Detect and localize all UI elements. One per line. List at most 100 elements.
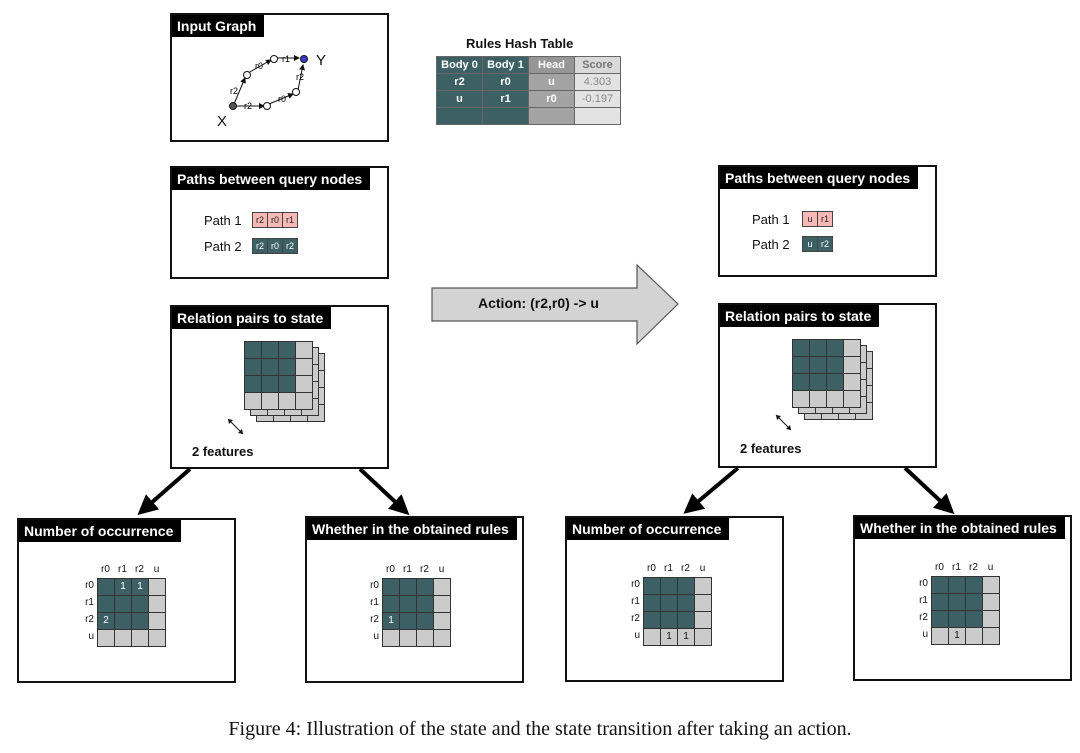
matrix-cell: [982, 593, 1000, 611]
matrix-row-label: r1: [631, 596, 640, 607]
table-header: Head: [528, 56, 575, 74]
table-cell: u: [436, 90, 483, 108]
edge-label: r2: [296, 72, 304, 82]
action-arrow: [431, 263, 679, 346]
matrix-cell: [416, 595, 434, 613]
matrix-cell: [965, 627, 983, 645]
matrix-col-label: r2: [420, 564, 429, 575]
matrix-cell: [643, 628, 661, 646]
matrix-col-label: r1: [403, 564, 412, 575]
matrix-cell: [416, 612, 434, 630]
edge-label: r1: [282, 54, 290, 64]
matrix-row-label: u: [922, 629, 928, 640]
right-path-1-label: Path 1: [752, 212, 790, 227]
matrix-cell: [416, 578, 434, 596]
matrix-cell: [931, 576, 949, 594]
matrix-col-label: r2: [681, 563, 690, 574]
table-cell: [574, 107, 621, 125]
matrix-cell: [982, 576, 1000, 594]
matrix-row-label: r2: [631, 613, 640, 624]
right-relation-box: Relation pairs to state 2 features: [718, 303, 937, 468]
matrix-cell: [948, 610, 966, 628]
matrix-cell: [931, 627, 949, 645]
matrix-cell: 1: [948, 627, 966, 645]
left-occurrence-title: Number of occurrence: [19, 520, 182, 542]
matrix-cell: [416, 629, 434, 647]
action-label: Action: (r2,r0) -> u: [478, 295, 599, 311]
matrix-cell: 1: [382, 612, 400, 630]
matrix-row-label: r2: [370, 614, 379, 625]
matrix-col-label: r0: [101, 564, 110, 575]
path-token: r1: [817, 210, 833, 227]
right-paths-title: Paths between query nodes: [720, 167, 919, 189]
table-header: Score: [574, 56, 621, 74]
left-features-label: 2 features: [192, 444, 254, 459]
table-cell: -0.197: [574, 90, 621, 108]
matrix-cell: [694, 577, 712, 595]
matrix-cell: [931, 593, 949, 611]
table-cell: 4.303: [574, 73, 621, 91]
matrix-cell: [433, 578, 451, 596]
matrix-cell: [660, 594, 678, 612]
left-relation-box: Relation pairs to state 2 features: [170, 305, 389, 469]
matrix-cell: [97, 595, 115, 613]
matrix-cell: [131, 595, 149, 613]
matrix-cell: [948, 576, 966, 594]
matrix-cell: [399, 629, 417, 647]
node-y-label: Y: [316, 52, 326, 69]
matrix-cell: [148, 629, 166, 647]
matrix-cell: 1: [131, 578, 149, 596]
table-row: r2 r0 u 4.303: [436, 73, 621, 91]
matrix-cell: [148, 612, 166, 630]
input-graph-svg: r2 r0 r1 r2 r0 r2 X Y: [217, 52, 326, 130]
matrix-cell: [382, 595, 400, 613]
matrix-cell: [382, 578, 400, 596]
table-cell: [482, 107, 529, 125]
matrix-col-label: r2: [969, 562, 978, 573]
left-paths-title: Paths between query nodes: [172, 168, 371, 190]
node-x-label: X: [217, 113, 227, 130]
matrix-cell: 2: [97, 612, 115, 630]
input-graph-title: Input Graph: [172, 15, 265, 37]
left-relation-title: Relation pairs to state: [172, 307, 332, 329]
matrix-col-label: u: [699, 563, 706, 574]
left-feature-stack: [244, 341, 334, 431]
double-arrow-icon: [775, 414, 792, 431]
matrix-cell: 1: [114, 578, 132, 596]
matrix-cell: [433, 595, 451, 613]
edge-label: r0: [255, 61, 263, 71]
edge-label: r0: [278, 94, 286, 104]
matrix-cell: [677, 577, 695, 595]
path-token: r2: [817, 235, 833, 252]
matrix-row-label: r2: [85, 614, 94, 625]
matrix-cell: 1: [677, 628, 695, 646]
right-path-2-label: Path 2: [752, 237, 790, 252]
matrix-row-label: r0: [370, 580, 379, 591]
matrix-cell: [660, 577, 678, 595]
edge-label: r2: [230, 86, 238, 96]
matrix-row-label: r1: [85, 597, 94, 608]
matrix-row-label: r1: [919, 595, 928, 606]
matrix-cell: [97, 578, 115, 596]
matrix-cell: [114, 629, 132, 647]
matrix-row-label: r0: [85, 580, 94, 591]
path-token: r2: [282, 237, 298, 254]
rules-hash-table: Body 0 Body 1 Head Score r2 r0 u 4.303 u…: [436, 56, 621, 125]
matrix-row-label: u: [634, 630, 640, 641]
matrix-col-label: r0: [935, 562, 944, 573]
matrix-cell: [433, 612, 451, 630]
matrix-cell: [643, 594, 661, 612]
path-token: r1: [282, 211, 298, 228]
matrix-cell: [982, 627, 1000, 645]
matrix-cell: [382, 629, 400, 647]
